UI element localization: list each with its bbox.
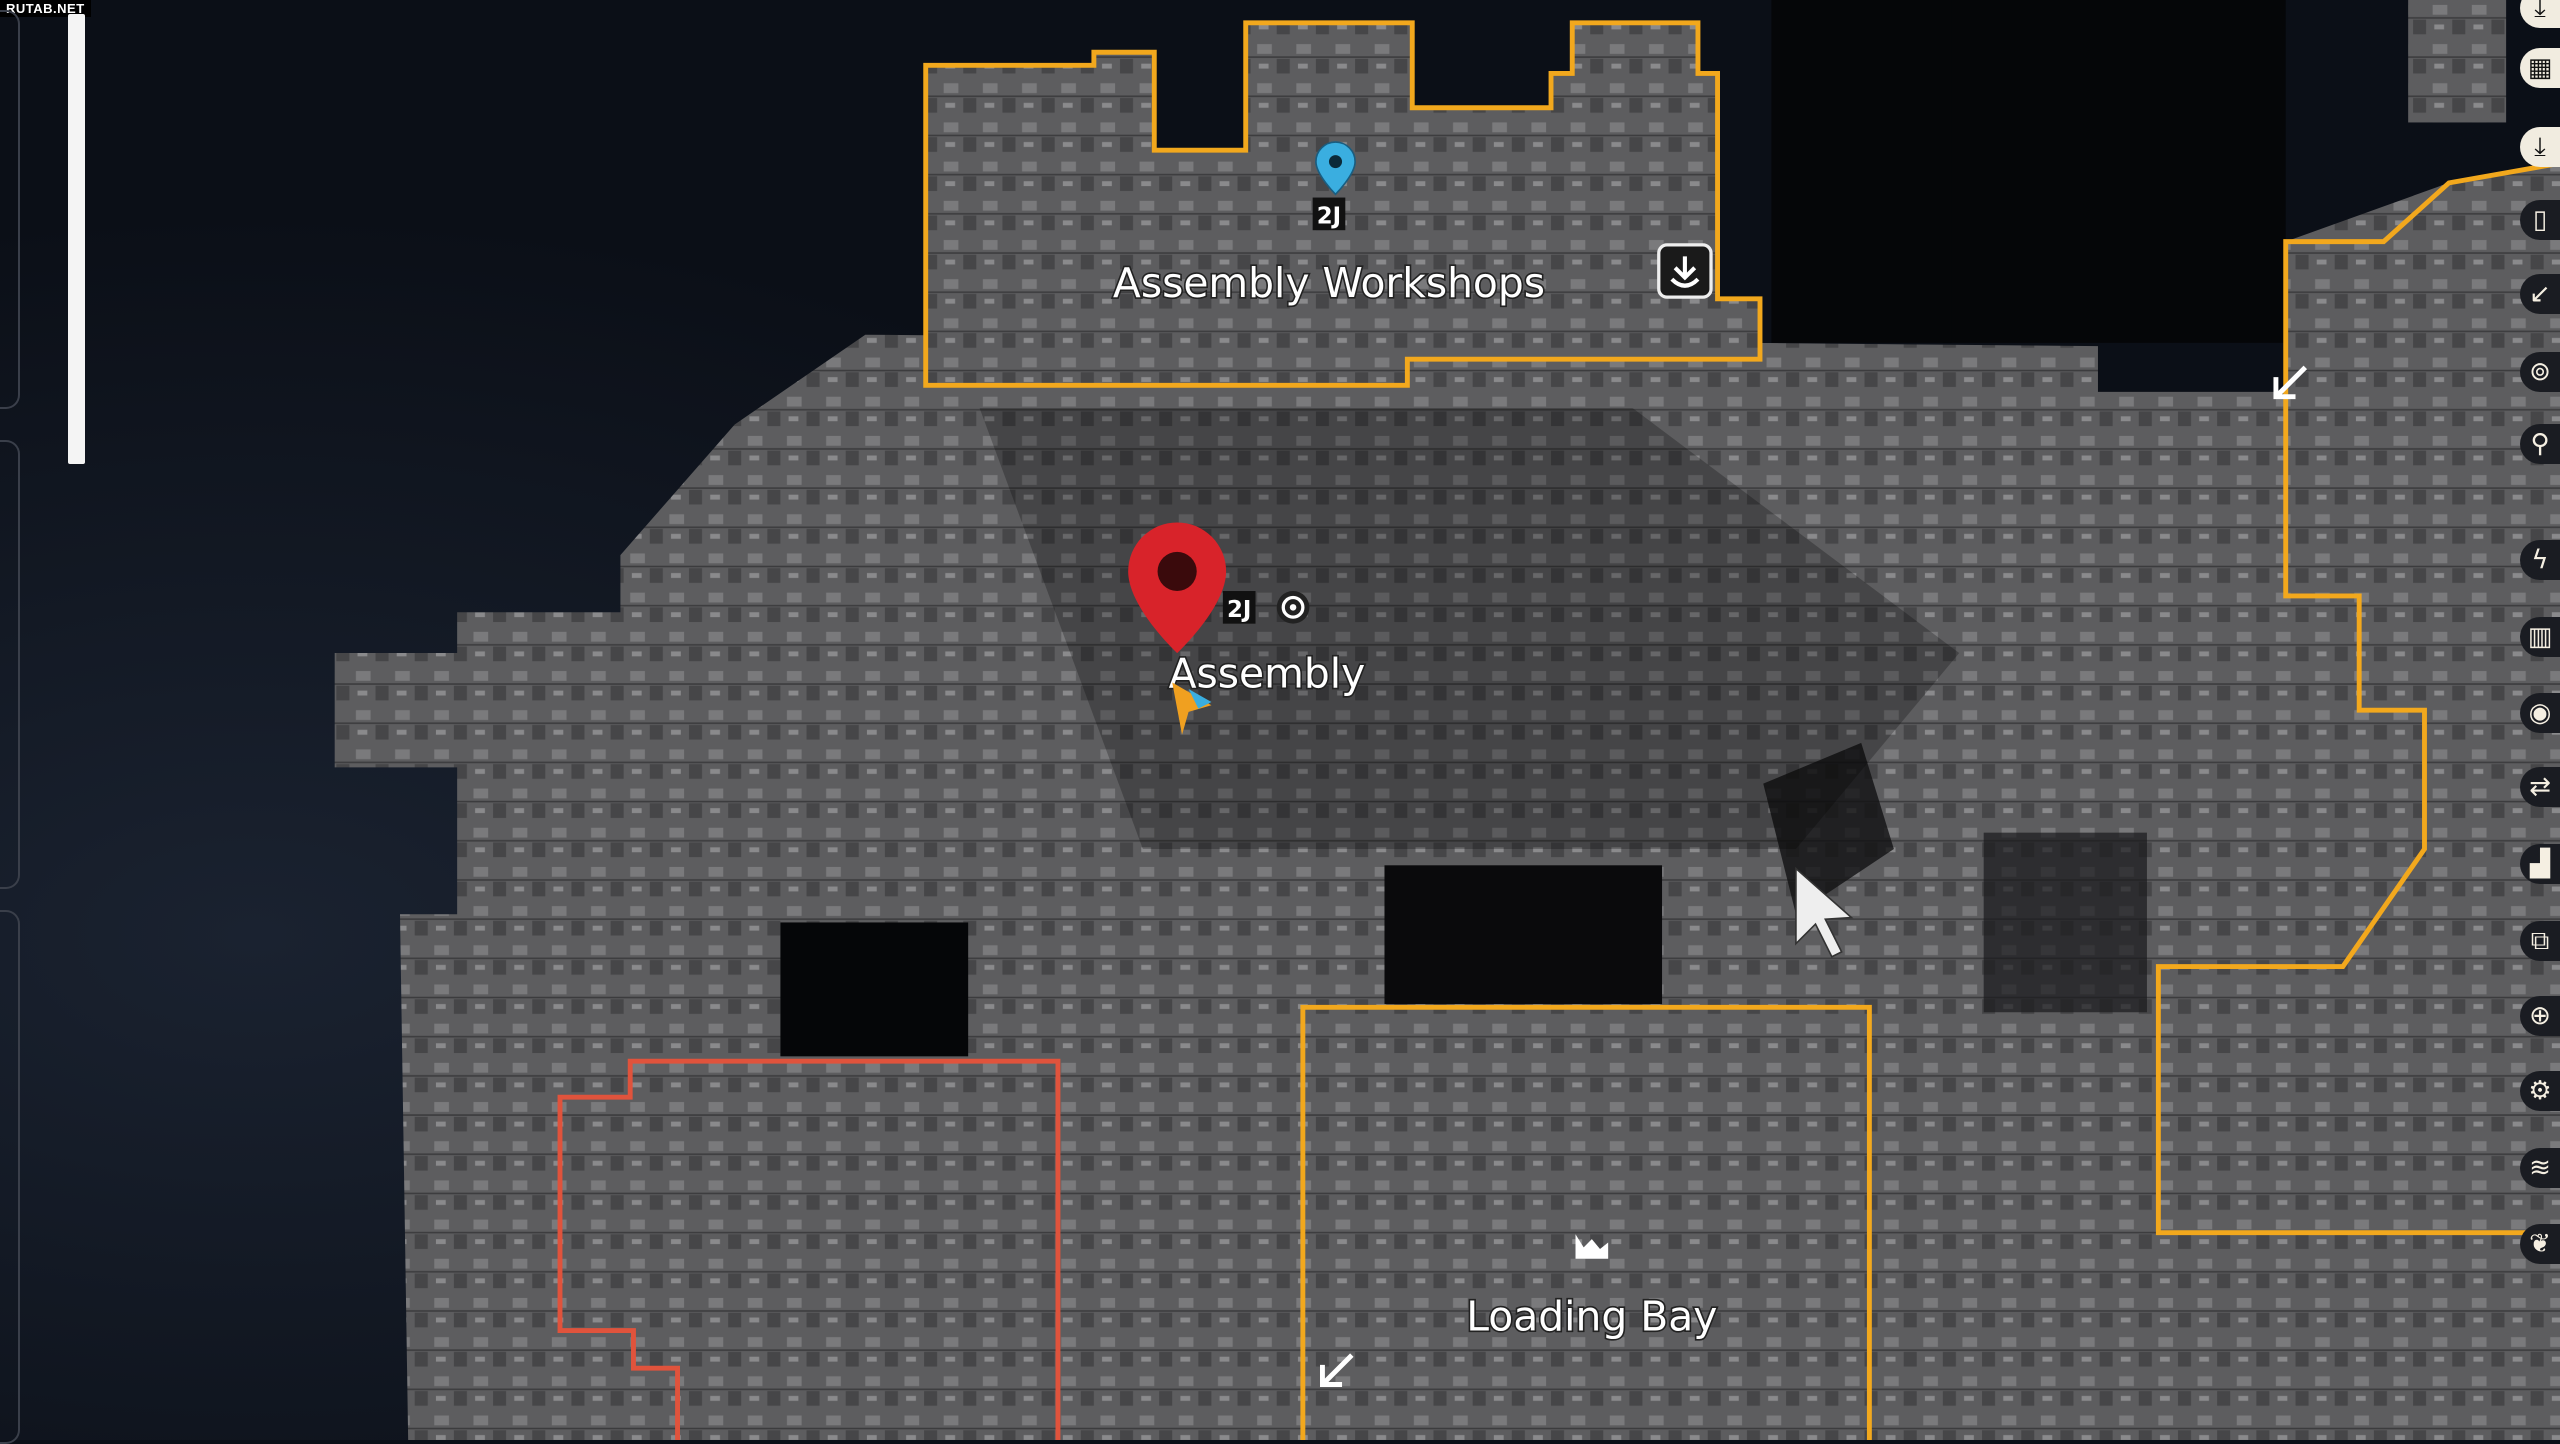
mouse-cursor-icon: [1795, 866, 1854, 958]
quest-icon[interactable]: ⧉: [2520, 921, 2560, 961]
panel-frame: [0, 440, 20, 889]
map-structure: [334, 0, 2560, 1440]
download-icon[interactable]: ⤓: [2520, 0, 2560, 28]
swap-icon[interactable]: ⇄: [2520, 767, 2560, 807]
zone-loading-bay-outline: [1300, 1004, 1872, 1440]
zone-east-outline: [2155, 160, 2560, 1236]
zoom-slider[interactable]: [68, 14, 85, 464]
antenna-icon[interactable]: ⊚: [2520, 352, 2560, 392]
eye-icon[interactable]: [1276, 591, 1310, 624]
chart-icon[interactable]: ▟: [2520, 844, 2560, 884]
zone-label-assembly[interactable]: Assembly: [1167, 648, 1367, 699]
layers-icon[interactable]: ≋: [2520, 1148, 2560, 1188]
grid-icon[interactable]: ▦: [2520, 48, 2560, 88]
exit-arrow-icon[interactable]: [1320, 365, 2308, 1387]
red-location-pin-icon[interactable]: [1128, 522, 1227, 654]
svg-text:2J: 2J: [1317, 204, 1341, 230]
leaf-icon[interactable]: ❦: [2520, 1224, 2560, 1264]
book-icon[interactable]: ▥: [2520, 617, 2560, 657]
door-icon[interactable]: ▯: [2520, 200, 2560, 240]
lightning-icon[interactable]: ϟ: [2520, 540, 2560, 580]
download-icon[interactable]: ⤓: [2520, 127, 2560, 167]
panel-frame: [0, 910, 20, 1444]
right-toolbar: ⤓ ▦ ⤓ ▯ ↙ ⊚ ⚲ ϟ ▥ ◉ ⇄ ▟ ⧉ ⊕ ⚙ ≋ ❦: [2515, 0, 2560, 1440]
zone-outlines: [557, 20, 2560, 1440]
zone-label-assembly-workshops[interactable]: Assembly Workshops: [1111, 258, 1546, 309]
svg-text:2J: 2J: [1227, 597, 1251, 623]
zone-label-loading-bay[interactable]: Loading Bay: [1465, 1291, 1719, 1342]
panel-frame: [0, 10, 20, 409]
zone-assembly-workshops-outline: [923, 20, 1763, 388]
quest-icon[interactable]: 2J: [1312, 197, 1346, 231]
eye-icon[interactable]: ◉: [2520, 693, 2560, 733]
watermark: RUTAB.NET: [0, 0, 91, 17]
player-marker-icon: [1172, 682, 1212, 735]
blue-location-pin-icon[interactable]: [1315, 141, 1356, 196]
exit-arrow-icon[interactable]: ↙: [2520, 274, 2560, 314]
zone-red-outline: [557, 1058, 1061, 1440]
plus-icon[interactable]: ⊕: [2520, 996, 2560, 1036]
quest-icon[interactable]: 2J: [1222, 591, 1256, 624]
download-icon[interactable]: [1657, 243, 1713, 299]
chart-icon[interactable]: [1575, 1234, 1609, 1259]
gear-icon[interactable]: ⚙: [2520, 1071, 2560, 1111]
pin-icon[interactable]: ⚲: [2520, 424, 2560, 464]
